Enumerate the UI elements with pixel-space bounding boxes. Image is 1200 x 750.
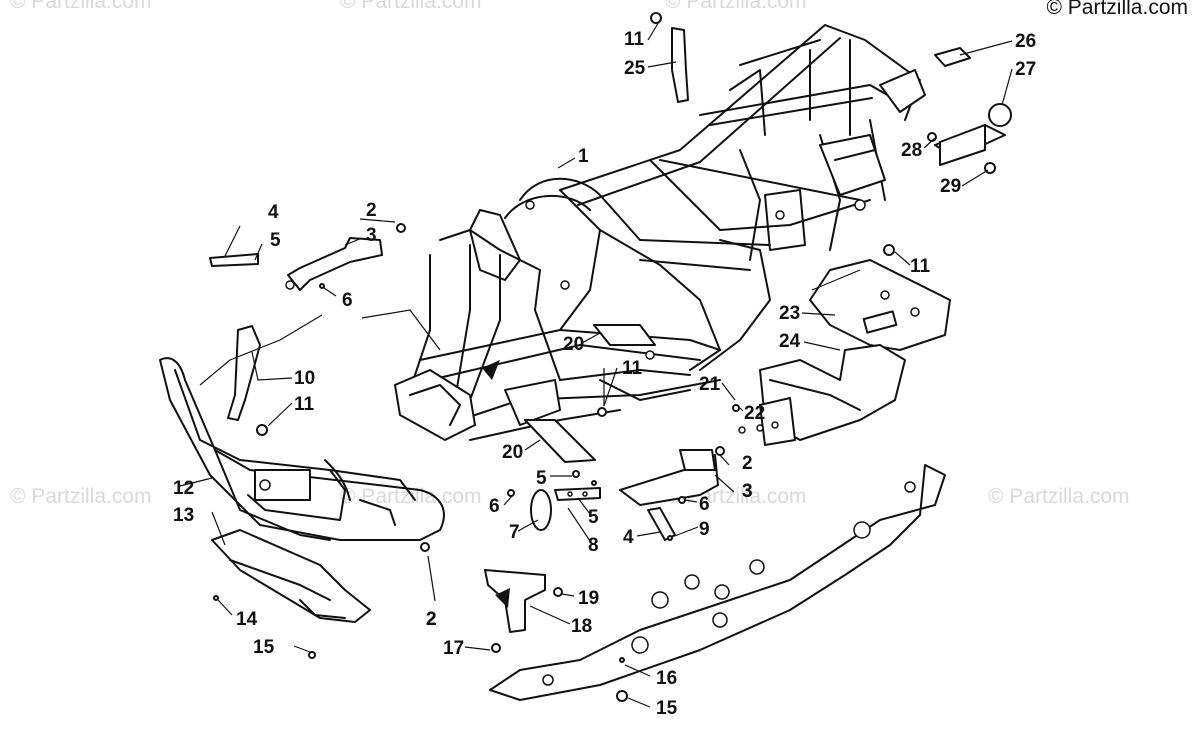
callout: 25 xyxy=(624,58,646,79)
watermark: © Partzilla.com xyxy=(988,485,1130,508)
watermark: © Partzilla.com xyxy=(665,0,807,13)
callout: 14 xyxy=(236,609,258,630)
callout: 1 xyxy=(578,146,589,167)
callout: 11 xyxy=(624,29,645,50)
callout: 19 xyxy=(578,588,599,609)
callout: 7 xyxy=(509,522,520,543)
callout: 8 xyxy=(588,535,599,556)
callout: 11 xyxy=(622,358,643,379)
callout: 5 xyxy=(588,507,599,528)
hitch-receiver xyxy=(934,103,1012,166)
callout: 18 xyxy=(571,616,592,637)
callout: 6 xyxy=(699,494,710,515)
callout: 28 xyxy=(901,140,922,161)
callout: 16 xyxy=(656,668,677,689)
watermark: © Partzilla.com xyxy=(10,485,152,508)
callout: 3 xyxy=(742,481,753,502)
callout: 6 xyxy=(489,496,500,517)
front-bumper xyxy=(159,357,445,541)
leader-lines xyxy=(179,19,1013,708)
callout: 5 xyxy=(270,230,281,251)
cross-bar-lower xyxy=(524,419,596,463)
horn-assembly xyxy=(530,487,601,531)
callout: 26 xyxy=(1015,31,1036,52)
rear-plate-23 xyxy=(809,259,951,351)
upper-strap xyxy=(671,27,689,103)
cross-bar-upper xyxy=(593,324,656,346)
callout: 22 xyxy=(744,403,765,424)
callouts: 1 2 3 4 5 6 2 3 10 11 12 13 14 15 20 11 … xyxy=(173,29,1036,719)
callout: 6 xyxy=(342,290,353,311)
callout: 9 xyxy=(699,519,710,540)
callout: 13 xyxy=(173,505,194,526)
callout: 4 xyxy=(623,527,634,548)
callout: 12 xyxy=(173,478,194,499)
callout: 3 xyxy=(742,481,753,502)
callout: 3 xyxy=(366,225,377,246)
watermark: © Partzilla.com xyxy=(10,0,152,13)
watermark: © Partzilla.com xyxy=(340,485,482,508)
callout: 15 xyxy=(253,637,275,658)
callout: 29 xyxy=(940,176,961,197)
watermark: © Partzilla.com xyxy=(340,0,482,13)
callout: 2 xyxy=(426,609,437,630)
callout: 24 xyxy=(779,331,801,352)
callout: 20 xyxy=(502,442,523,463)
mount-bracket xyxy=(484,569,546,633)
callout: 15 xyxy=(656,698,678,719)
bumper-support-arm xyxy=(227,325,261,421)
callout: 5 xyxy=(536,468,547,489)
callout: 23 xyxy=(779,303,800,324)
main-frame xyxy=(394,24,926,441)
rubber-pad xyxy=(934,47,971,67)
copyright-label: © Partzilla.com xyxy=(1046,0,1188,19)
front-left-bracket xyxy=(209,237,383,291)
callout: 2 xyxy=(742,453,753,474)
main-skid-plate xyxy=(489,464,946,701)
callout: 27 xyxy=(1015,59,1036,80)
rear-plate-24 xyxy=(738,344,906,446)
callout: 2 xyxy=(426,609,437,630)
callout: 10 xyxy=(294,368,315,389)
fasteners xyxy=(213,12,996,702)
front-right-bracket xyxy=(619,449,719,541)
front-skid-guard xyxy=(211,529,371,623)
callout: 21 xyxy=(699,374,721,395)
callout: 2 xyxy=(366,200,377,221)
callout: 11 xyxy=(910,256,931,277)
callout: 20 xyxy=(563,334,584,355)
callout: 17 xyxy=(443,638,464,659)
callout: 4 xyxy=(268,202,279,223)
direction-markers xyxy=(482,360,500,380)
callout: 11 xyxy=(294,394,315,415)
